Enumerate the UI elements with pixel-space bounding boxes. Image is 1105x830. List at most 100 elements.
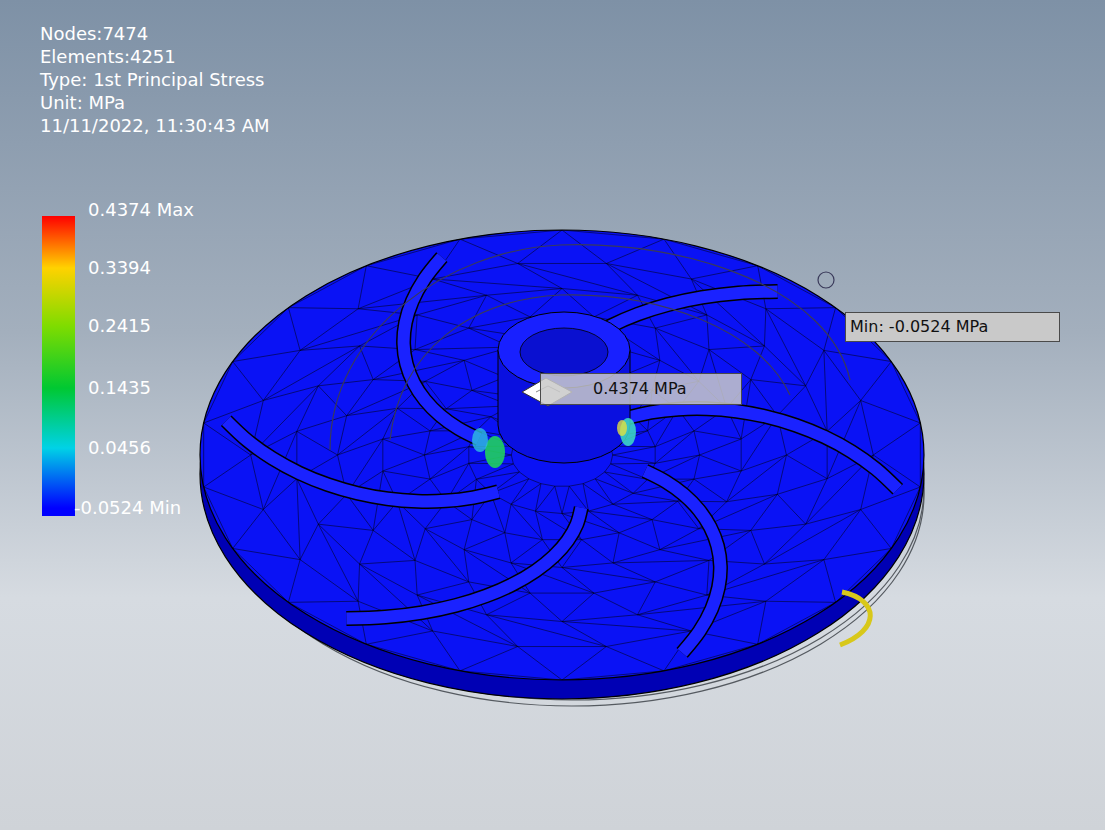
mesh-edge bbox=[655, 560, 709, 581]
mesh-edge bbox=[535, 484, 540, 511]
mesh-edge bbox=[227, 268, 301, 321]
info-label: Type: 1st Principal Stress bbox=[40, 69, 264, 91]
shroud-outline bbox=[330, 245, 850, 450]
legend-swatch bbox=[42, 268, 75, 326]
legend-label: 0.0456 bbox=[88, 437, 151, 459]
constraint-symbol bbox=[840, 592, 870, 645]
vane bbox=[346, 508, 581, 619]
legend-label: 0.2415 bbox=[88, 315, 151, 337]
mesh-edge bbox=[920, 385, 944, 423]
mesh-edge bbox=[505, 210, 562, 230]
legend-swatch bbox=[42, 448, 75, 508]
mesh-edge bbox=[562, 230, 606, 263]
mesh-edge bbox=[233, 362, 264, 401]
mesh-edge bbox=[582, 533, 620, 540]
mesh-edge bbox=[397, 230, 460, 239]
mesh-edge bbox=[297, 386, 318, 431]
mesh-edge bbox=[764, 560, 823, 564]
mesh-edge bbox=[301, 266, 366, 268]
mesh-edge bbox=[611, 464, 648, 479]
mesh-edge bbox=[397, 502, 415, 561]
mesh-edge bbox=[530, 593, 594, 594]
mesh-edge bbox=[446, 409, 491, 417]
mesh-edge bbox=[511, 540, 542, 563]
mesh-edge bbox=[430, 463, 469, 479]
mesh-edge bbox=[562, 568, 655, 582]
mesh-edge bbox=[694, 471, 741, 479]
mesh-edge bbox=[583, 484, 588, 511]
mesh-edge bbox=[518, 263, 562, 288]
mesh-edge bbox=[764, 309, 765, 346]
mesh-edge bbox=[383, 439, 425, 455]
mesh-edge bbox=[460, 671, 619, 700]
mesh-edge bbox=[487, 615, 562, 622]
mesh-edge bbox=[751, 524, 806, 530]
callout-text: 0.4374 MPa bbox=[593, 379, 687, 399]
mesh-edge bbox=[660, 529, 699, 550]
mesh-edge bbox=[511, 504, 542, 539]
mesh-edge bbox=[433, 631, 518, 647]
mesh-edge bbox=[766, 601, 836, 602]
mesh-edge bbox=[920, 423, 921, 487]
mesh-edge bbox=[891, 525, 944, 549]
mesh-edge bbox=[366, 644, 396, 680]
mesh-edge bbox=[397, 408, 430, 431]
mesh-edge bbox=[338, 416, 347, 455]
mesh-edge bbox=[301, 642, 396, 680]
mesh-edge bbox=[288, 560, 300, 603]
mesh-edge bbox=[694, 431, 700, 455]
result-callout: Min: -0.0524 MPa bbox=[845, 312, 1060, 342]
mesh-edge bbox=[469, 463, 477, 479]
mesh-edge bbox=[777, 386, 805, 416]
vane-outline bbox=[645, 471, 720, 653]
mesh-edge bbox=[233, 510, 264, 549]
mesh-edge bbox=[605, 472, 633, 493]
mesh-edge bbox=[897, 525, 944, 589]
mesh-edge bbox=[655, 447, 656, 464]
mesh-edge bbox=[513, 464, 519, 472]
info-label: 11/11/2022, 11:30:43 AM bbox=[40, 115, 270, 137]
mesh-edge bbox=[652, 501, 678, 519]
mesh-edge bbox=[204, 362, 233, 423]
mesh-edge bbox=[300, 524, 318, 559]
mesh-edge bbox=[366, 644, 505, 700]
mesh-edge bbox=[318, 524, 373, 530]
mesh-edge bbox=[637, 615, 691, 631]
mesh-edge bbox=[655, 582, 707, 595]
mesh-edge bbox=[288, 266, 366, 308]
mesh-edge bbox=[318, 386, 346, 416]
mesh-edge bbox=[519, 472, 528, 479]
mesh-edge bbox=[758, 601, 766, 644]
mesh-edge bbox=[891, 455, 960, 548]
mesh-edge bbox=[472, 520, 505, 533]
mesh-edge bbox=[758, 602, 836, 644]
mesh-edge bbox=[415, 560, 417, 595]
mesh-edge bbox=[606, 263, 691, 279]
mesh-edge bbox=[373, 530, 415, 560]
legend-label: 0.4374 Max bbox=[88, 199, 194, 221]
mesh-edge bbox=[505, 504, 511, 533]
mesh-edge bbox=[606, 647, 664, 671]
legend-swatch bbox=[42, 508, 75, 516]
mesh-edge bbox=[487, 289, 562, 296]
vane-outline bbox=[346, 508, 581, 619]
mesh-edge bbox=[613, 560, 709, 563]
mesh-edge bbox=[446, 390, 472, 408]
mesh-edge bbox=[707, 560, 709, 595]
mesh-edge bbox=[652, 520, 660, 550]
mesh-edge bbox=[433, 279, 562, 289]
mesh-edge bbox=[383, 471, 430, 479]
mesh-edge bbox=[263, 386, 318, 401]
mesh-edge bbox=[204, 487, 227, 589]
mesh-edge bbox=[468, 447, 469, 464]
mesh-edge bbox=[233, 308, 289, 362]
mesh-edge bbox=[300, 346, 359, 350]
mesh-edge bbox=[464, 520, 472, 550]
mesh-edge bbox=[425, 529, 469, 582]
legend-swatch bbox=[42, 326, 75, 388]
mesh-edge bbox=[530, 593, 562, 621]
mesh-edge bbox=[360, 530, 374, 564]
vane bbox=[404, 257, 479, 439]
mesh-edge bbox=[664, 671, 727, 680]
mesh-edge bbox=[652, 520, 699, 529]
